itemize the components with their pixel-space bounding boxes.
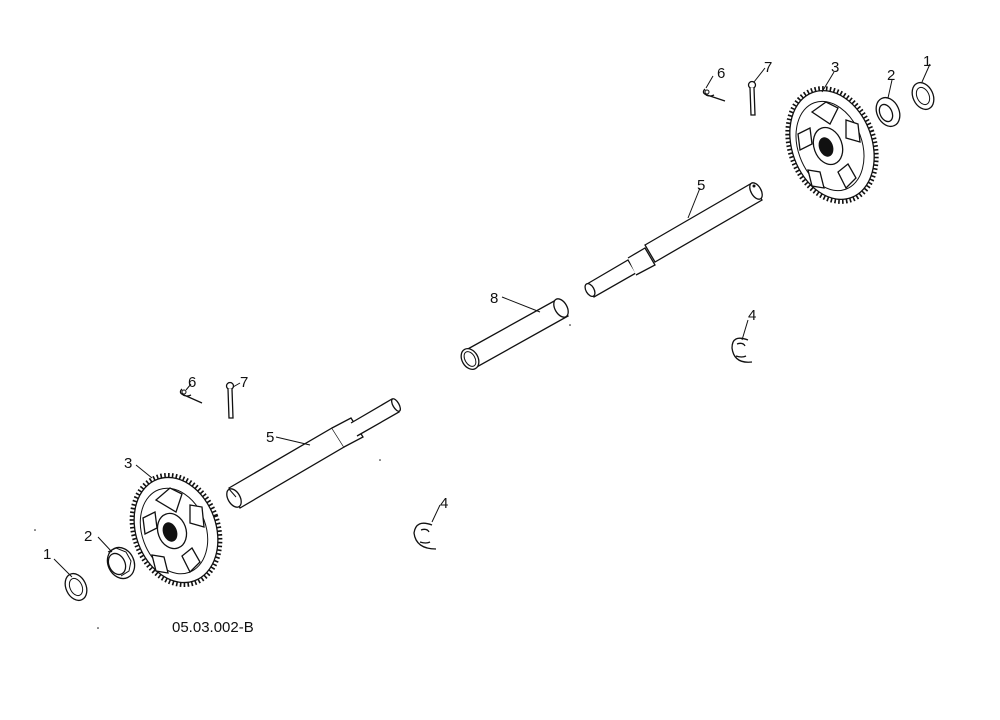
e-ring-left xyxy=(413,522,437,550)
callout-2-right: 2 xyxy=(887,67,895,84)
e-ring-right xyxy=(731,337,753,363)
diagram-code: 05.03.002-B xyxy=(172,619,254,636)
speck xyxy=(569,324,571,326)
callout-7-right: 7 xyxy=(764,59,772,76)
callout-4-left: 4 xyxy=(440,495,448,512)
sleeve-tube xyxy=(460,298,569,370)
washer-right xyxy=(911,81,935,111)
callout-2-left: 2 xyxy=(84,528,92,545)
callout-7-left: 7 xyxy=(240,374,248,391)
pin-right xyxy=(747,80,757,116)
gear-left xyxy=(129,472,223,588)
callout-5-left: 5 xyxy=(266,429,274,446)
clip-left xyxy=(179,388,203,404)
callout-6-left: 6 xyxy=(188,374,196,391)
clip-right xyxy=(702,88,726,102)
callout-1-right: 1 xyxy=(923,53,931,70)
callout-6-right: 6 xyxy=(717,65,725,82)
pin-left xyxy=(225,381,235,419)
callout-3-right: 3 xyxy=(831,59,839,76)
gear-right xyxy=(785,86,879,204)
washer-left xyxy=(64,572,88,602)
speck xyxy=(97,627,99,629)
callout-8-center: 8 xyxy=(490,290,498,307)
callout-5-right: 5 xyxy=(697,177,705,194)
callout-4-right: 4 xyxy=(748,307,756,324)
bushing-left xyxy=(106,546,136,580)
speck xyxy=(379,459,381,461)
shaft-right xyxy=(584,182,763,298)
bushing-right xyxy=(875,96,901,128)
callout-3-left: 3 xyxy=(124,455,132,472)
shaft-left xyxy=(226,398,402,509)
callout-1-left: 1 xyxy=(43,546,51,563)
speck xyxy=(34,529,36,531)
